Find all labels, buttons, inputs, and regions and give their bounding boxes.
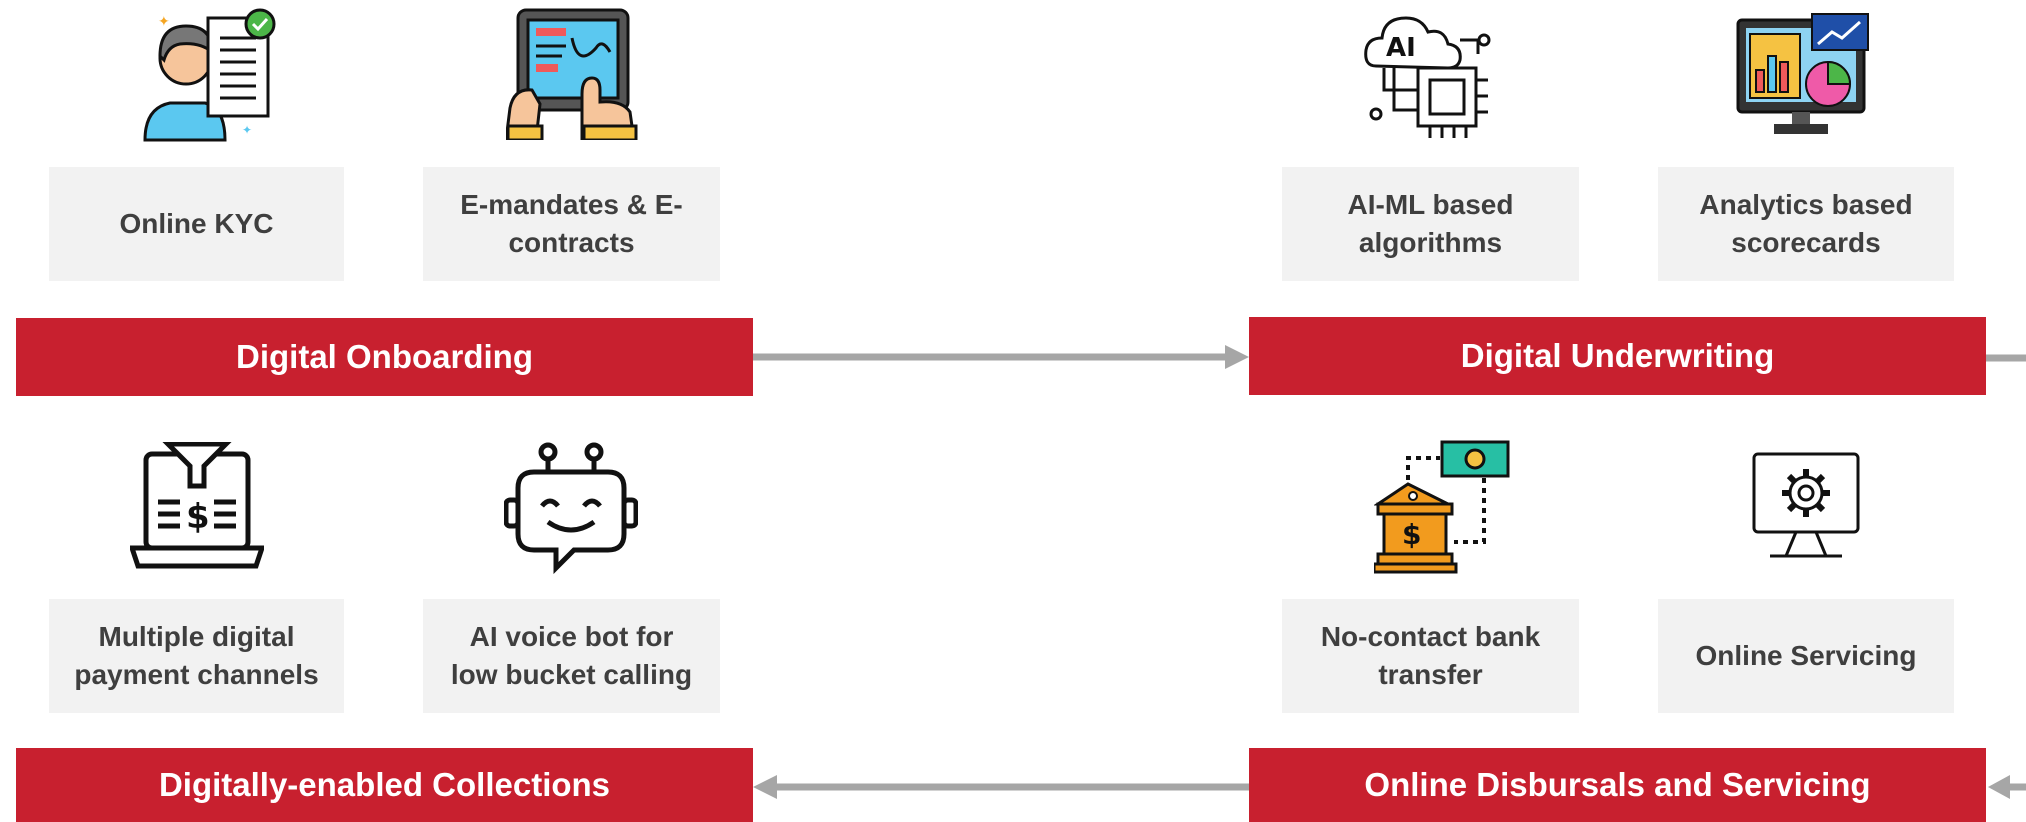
card-label: Multiple digital payment channels [74,621,319,690]
svg-text:AI: AI [1386,33,1416,63]
band-digital-onboarding: Digital Onboarding [16,318,753,396]
arrow-underwriting-continuation [1986,354,2026,362]
svg-text:✦: ✦ [242,123,252,137]
card-online-servicing: Online Servicing [1658,599,1954,713]
card-e-mandates: E-mandates & E- contracts [423,167,720,281]
band-digital-collections: Digitally-enabled Collections [16,748,753,822]
svg-text:$: $ [186,497,210,537]
ai-chip-icon: AI [1364,10,1498,140]
svg-text:$: $ [1402,518,1421,551]
card-label: Analytics based scorecards [1699,189,1913,258]
robot-chat-icon [504,442,638,574]
card-ai-ml: AI-ML based algorithms [1282,167,1579,281]
card-online-kyc: Online KYC [49,167,344,281]
band-title: Digital Onboarding [236,338,533,375]
laptop-payment-funnel-icon: $ [130,442,264,572]
card-label: Online KYC [119,208,274,239]
arrow-onboarding-to-underwriting [753,345,1249,369]
arrow-into-disbursals [1988,775,2026,799]
band-title: Digital Underwriting [1460,337,1775,374]
svg-text:✦: ✦ [158,14,170,30]
kyc-document-person-icon: ✦ ✦ [140,8,280,143]
analytics-monitor-icon [1736,12,1870,138]
band-title: Digitally-enabled Collections [158,766,611,803]
card-voice-bot: AI voice bot for low bucket calling [423,599,720,713]
band-digital-underwriting: Digital Underwriting [1249,317,1986,395]
card-bank-transfer: No-contact bank transfer [1282,599,1579,713]
card-label: AI voice bot for low bucket calling [450,621,693,690]
band-title: Online Disbursals and Servicing [1364,766,1871,803]
card-label: E-mandates & E- contracts [460,189,683,258]
card-payment-channels: Multiple digital payment channels [49,599,344,713]
arrow-disbursals-to-collections [753,775,1249,799]
card-analytics: Analytics based scorecards [1658,167,1954,281]
card-label: No-contact bank transfer [1320,621,1541,690]
tablet-touch-icon [506,8,640,140]
bank-transfer-icon: $ [1374,438,1514,574]
card-label: AI-ML based algorithms [1347,189,1514,258]
card-label: Online Servicing [1695,640,1917,671]
band-online-disbursals: Online Disbursals and Servicing [1249,748,1986,822]
monitor-gear-icon [1752,452,1860,560]
